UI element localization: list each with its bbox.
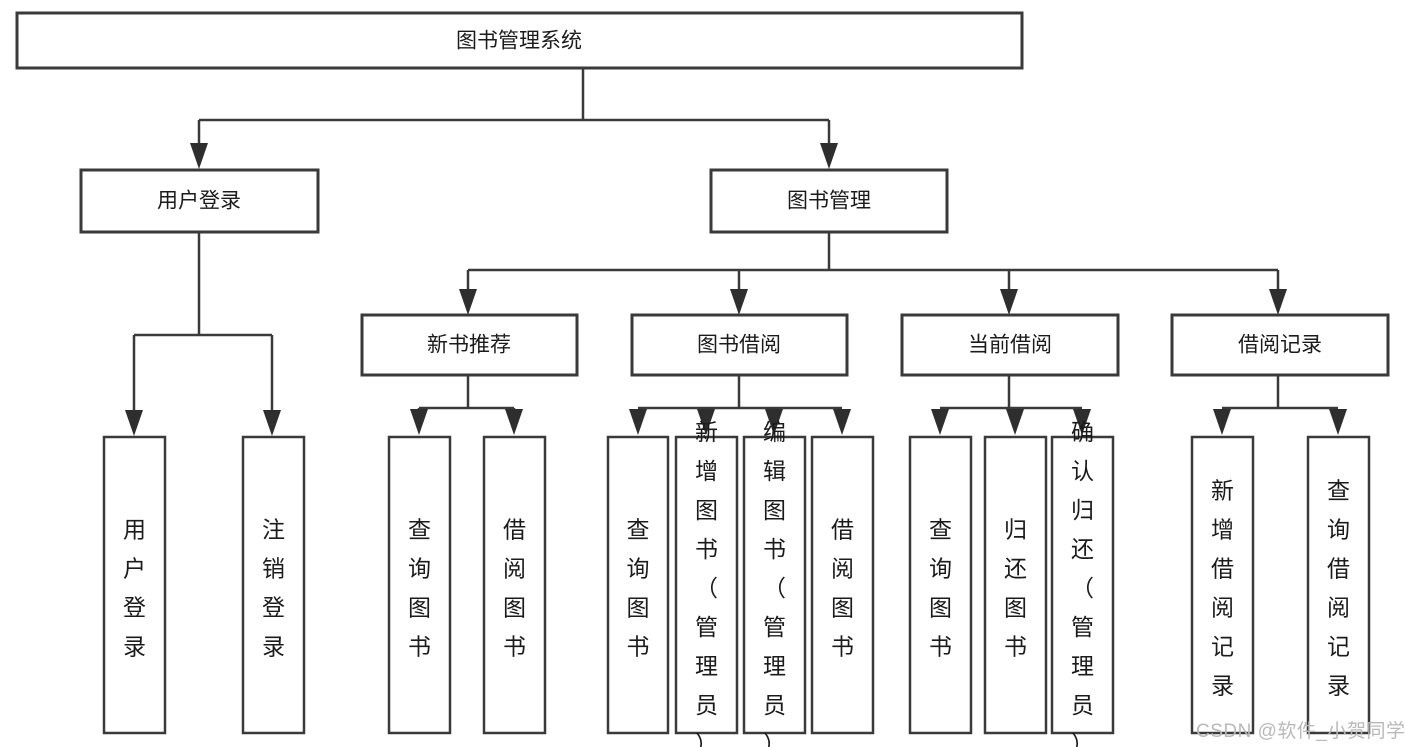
leaf-node-label: 用户登录 xyxy=(123,516,146,659)
arrow-borrow-leaf1 xyxy=(629,409,647,435)
leaf-node-label: 新增图书（管理员） xyxy=(695,419,718,747)
node-borrow-record[interactable]: 借阅记录 xyxy=(1170,313,1390,377)
node-new-book-recommend-label: 新书推荐 xyxy=(427,334,511,357)
leaf-node-leaf-borrow-lend[interactable]: 借阅图书 xyxy=(810,435,875,735)
arrow-newbook-leaf2 xyxy=(505,409,523,435)
leaf-node-label: 编辑图书（管理员） xyxy=(763,419,786,747)
arrow-bookmgr-to-current xyxy=(1000,289,1018,315)
csdn-watermark: CSDN @软件_小贺同学 xyxy=(1196,720,1405,742)
node-new-book-recommend-box[interactable] xyxy=(360,313,579,377)
node-current-borrow-box[interactable] xyxy=(900,313,1120,377)
leaf-node-label: 新增借阅记录 xyxy=(1211,477,1234,698)
arrow-record-leaf2 xyxy=(1329,409,1347,435)
leaf-node-leaf-user-logout[interactable]: 注销登录 xyxy=(241,435,306,735)
leaf-node-leaf-borrow-query[interactable]: 查询图书 xyxy=(606,435,670,735)
leaf-node-box[interactable] xyxy=(810,435,875,735)
leaf-node-leaf-rec-query[interactable]: 查询借阅记录 xyxy=(1306,435,1371,735)
node-book-borrow[interactable]: 图书借阅 xyxy=(630,313,849,377)
arrow-record-leaf1 xyxy=(1213,409,1231,435)
leaf-node-box[interactable] xyxy=(742,435,807,735)
connector-layer xyxy=(125,68,1347,436)
node-book-borrow-label: 图书借阅 xyxy=(697,334,781,357)
leaf-node-label: 查询图书 xyxy=(627,516,650,659)
arrow-newbook-leaf1 xyxy=(410,409,428,435)
leaf-node-leaf-new-borrow[interactable]: 借阅图书 xyxy=(482,435,547,735)
leaf-node-leaf-cur-return[interactable]: 归还图书 xyxy=(983,435,1048,735)
arrow-bookmgr-to-record xyxy=(1269,289,1287,315)
leaf-node-box[interactable] xyxy=(674,435,739,735)
node-user-login-label: 用户登录 xyxy=(157,190,241,213)
arrow-root-to-bookmgr xyxy=(820,143,838,169)
leaf-node-label: 注销登录 xyxy=(262,516,285,659)
node-book-management[interactable]: 图书管理 xyxy=(709,168,949,234)
node-root-label: 图书管理系统 xyxy=(456,30,582,53)
node-current-borrow-label: 当前借阅 xyxy=(968,334,1052,357)
leaf-node-label: 确认归还（管理员） xyxy=(1071,419,1094,747)
node-book-management-box[interactable] xyxy=(709,168,949,234)
arrow-bookmgr-to-borrow xyxy=(730,289,748,315)
leaf-node-leaf-borrow-edit[interactable]: 编辑图书（管理员） xyxy=(742,419,807,747)
leaf-node-leaf-borrow-add[interactable]: 新增图书（管理员） xyxy=(674,419,739,747)
node-root[interactable]: 图书管理系统 xyxy=(15,11,1024,70)
leaf-node-label: 查询借阅记录 xyxy=(1327,477,1350,698)
arrow-root-to-login xyxy=(190,143,208,169)
leaf-node-layer: 用户登录 注销登录 查询图书 借阅图书 查询图书 新增图书（管理员） 编辑图书（管理员） 借阅… xyxy=(102,419,1371,747)
node-borrow-record-box[interactable] xyxy=(1170,313,1390,377)
arrow-login-to-leaf2 xyxy=(263,410,281,436)
leaf-node-leaf-rec-add[interactable]: 新增借阅记录 xyxy=(1190,435,1255,735)
node-root-box[interactable] xyxy=(15,11,1024,70)
leaf-node-box[interactable] xyxy=(1190,435,1255,735)
node-borrow-record-label: 借阅记录 xyxy=(1238,334,1322,357)
leaf-node-box[interactable] xyxy=(606,435,670,735)
leaf-node-box[interactable] xyxy=(908,435,973,735)
leaf-node-box[interactable] xyxy=(241,435,306,735)
leaf-node-box[interactable] xyxy=(1306,435,1371,735)
leaf-node-leaf-cur-confirm[interactable]: 确认归还（管理员） xyxy=(1050,419,1115,747)
leaf-node-label: 查询图书 xyxy=(408,516,431,659)
arrow-borrow-leaf4 xyxy=(833,409,851,435)
node-book-management-label: 图书管理 xyxy=(787,190,871,213)
node-book-borrow-box[interactable] xyxy=(630,313,849,377)
arrow-current-leaf1 xyxy=(931,409,949,435)
leaf-node-box[interactable] xyxy=(983,435,1048,735)
arrow-login-to-leaf1 xyxy=(125,410,143,436)
node-current-borrow[interactable]: 当前借阅 xyxy=(900,313,1120,377)
leaf-node-leaf-new-query[interactable]: 查询图书 xyxy=(387,435,452,735)
leaf-node-leaf-user-login[interactable]: 用户登录 xyxy=(102,435,167,735)
leaf-node-box[interactable] xyxy=(1050,435,1115,735)
node-user-login[interactable]: 用户登录 xyxy=(79,168,320,234)
leaf-node-box[interactable] xyxy=(102,435,167,735)
node-new-book-recommend[interactable]: 新书推荐 xyxy=(360,313,579,377)
leaf-node-label: 归还图书 xyxy=(1004,516,1027,659)
leaf-node-box[interactable] xyxy=(482,435,547,735)
leaf-node-label: 查询图书 xyxy=(929,516,952,659)
node-user-login-box[interactable] xyxy=(79,168,320,234)
leaf-node-leaf-cur-query[interactable]: 查询图书 xyxy=(908,435,973,735)
leaf-node-box[interactable] xyxy=(387,435,452,735)
leaf-node-label: 借阅图书 xyxy=(831,516,854,659)
arrow-bookmgr-to-newbook xyxy=(459,289,477,315)
arrow-current-leaf2 xyxy=(1006,409,1024,435)
leaf-node-label: 借阅图书 xyxy=(503,516,526,659)
